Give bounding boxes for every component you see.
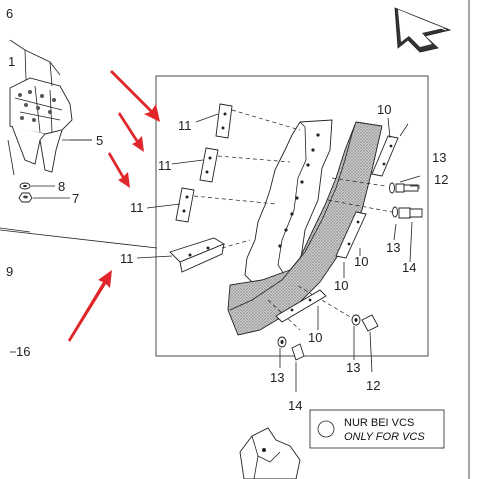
top-right-arrow-logo bbox=[394, 7, 452, 53]
bottom-bracket-partial bbox=[239, 427, 301, 479]
callout-14-a: 14 bbox=[402, 260, 416, 275]
red-arrow-3 bbox=[108, 152, 130, 188]
callout-10-d: 10 bbox=[308, 330, 322, 345]
mounting-bracket bbox=[244, 119, 333, 289]
callout-11-c: 11 bbox=[130, 200, 144, 215]
callout-10-c: 10 bbox=[334, 278, 348, 293]
callout-5: 5 bbox=[96, 133, 103, 148]
red-arrows bbox=[68, 70, 160, 342]
callout-10-b: 10 bbox=[354, 254, 368, 269]
clamping-strips-11 bbox=[136, 103, 233, 273]
callout-16: 16 bbox=[16, 344, 30, 359]
vcs-note-box: NUR BEI VCS ONLY FOR VCS bbox=[309, 409, 445, 449]
callout-13-b: 13 bbox=[386, 240, 400, 255]
callout-9: 9 bbox=[6, 264, 13, 279]
frame-assembly bbox=[7, 39, 92, 203]
callout-labels: 6 1 5 8 7 9 16 11 11 11 11 10 10 10 10 1… bbox=[6, 6, 448, 413]
vcs-marker-circle bbox=[317, 420, 335, 438]
callout-10-a: 10 bbox=[377, 102, 391, 117]
rubber-flap bbox=[227, 121, 383, 336]
red-arrow-4 bbox=[68, 270, 112, 342]
callout-13-c: 13 bbox=[346, 360, 360, 375]
note-line-2: ONLY FOR VCS bbox=[344, 431, 425, 443]
callout-14-b: 14 bbox=[288, 398, 302, 413]
alignment-lines bbox=[193, 109, 393, 331]
callout-13-d: 13 bbox=[270, 370, 284, 385]
callout-11-b: 11 bbox=[158, 158, 172, 173]
reference-line-left bbox=[0, 229, 158, 249]
callout-12-a: 12 bbox=[434, 172, 448, 187]
callout-12-b: 12 bbox=[366, 378, 380, 393]
detail-frame bbox=[155, 75, 429, 357]
callout-13-a: 13 bbox=[432, 150, 446, 165]
red-arrow-1 bbox=[110, 70, 160, 122]
hardware bbox=[277, 123, 423, 392]
callout-6: 6 bbox=[6, 6, 13, 21]
note-line-1: NUR BEI VCS bbox=[344, 417, 414, 429]
red-arrow-2 bbox=[118, 112, 144, 152]
callout-7: 7 bbox=[72, 191, 79, 206]
clamping-strips-10 bbox=[275, 117, 399, 330]
callout-8: 8 bbox=[58, 179, 65, 194]
callout-11-a: 11 bbox=[178, 118, 192, 133]
callout-1: 1 bbox=[8, 54, 15, 69]
callout-11-d: 11 bbox=[120, 251, 134, 266]
